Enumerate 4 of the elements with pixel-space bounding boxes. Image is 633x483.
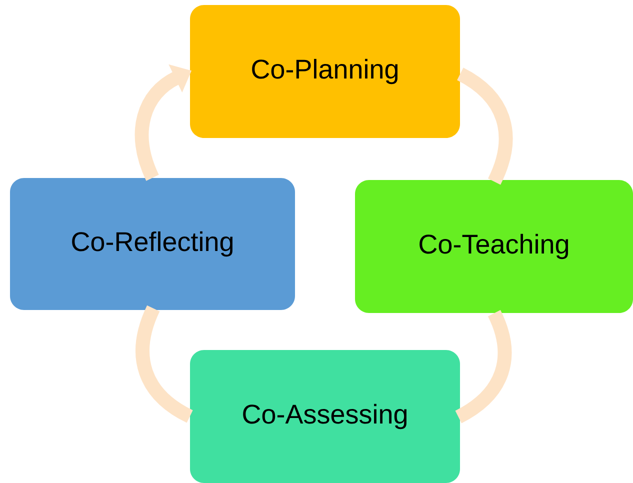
process-box: Co-Assessing: [190, 350, 460, 483]
process-box: Co-Teaching: [355, 180, 633, 313]
process-box: Co-Reflecting: [10, 178, 295, 310]
process-box: Co-Planning: [190, 5, 460, 138]
